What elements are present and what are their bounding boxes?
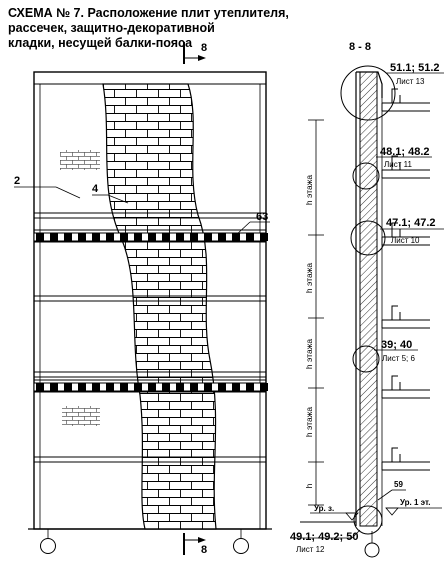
dim-floor-2: h этажа: [304, 263, 314, 293]
callout-48-ref: 48.1; 48.2: [380, 146, 430, 158]
callout-39-ref: 39; 40: [381, 339, 412, 351]
callout-49-sheet: Лист 12: [296, 545, 325, 554]
label-beam: 63: [235, 211, 270, 236]
level-ground: Ур. з.: [300, 504, 359, 523]
brick-patch-upper: [60, 150, 100, 170]
label-masonry: 4: [92, 183, 129, 204]
diagram-title: СХЕМА № 7. Расположение плит утеплителя,…: [8, 6, 298, 51]
section-marker-top: 8: [183, 42, 207, 64]
callout-39-sheet: Лист 5; 6: [382, 354, 416, 363]
section-title: 8 - 8: [349, 41, 371, 53]
label-59-group: 59: [377, 480, 406, 501]
callout-48-sheet: Лист 11: [384, 160, 412, 169]
level-floor1-text: Ур. 1 эт.: [400, 498, 430, 507]
callout-51: 51.1; 51.2 Лист 13: [340, 62, 444, 121]
facade-elevation: 8 8 2 4 63: [14, 42, 272, 556]
label-4: 4: [92, 183, 99, 195]
section-mark-bottom-text: 8: [201, 544, 207, 556]
level-ground-text: Ур. з.: [314, 504, 334, 513]
callout-49: 49.1; 49.2; 50 Лист 12: [290, 505, 383, 554]
dim-floor-3: h этажа: [304, 339, 314, 369]
floor-lines: [34, 212, 266, 463]
dim-floor-4: h этажа: [304, 407, 314, 437]
section-mark-top-text: 8: [201, 42, 207, 54]
title-line: СХЕМА № 7. Расположение плит утеплителя,: [8, 6, 289, 20]
axis-left: [40, 529, 56, 554]
level-first-floor: Ур. 1 эт.: [385, 498, 442, 516]
label-59: 59: [394, 480, 403, 489]
axis-section: [364, 531, 380, 558]
callout-39: 39; 40 Лист 5; 6: [352, 339, 418, 373]
parapet: [356, 71, 383, 98]
label-insulation: 2: [14, 175, 81, 199]
callout-47: 47.1; 47.2 Лист 10: [350, 217, 444, 256]
axis-right: [233, 529, 249, 554]
callout-51-ref: 51.1; 51.2: [390, 62, 440, 74]
label-63: 63: [256, 211, 268, 223]
beam-belt-lower: [33, 382, 268, 392]
callout-51-sheet: Лист 13: [396, 77, 425, 86]
callout-49-ref: 49.1; 49.2; 50: [290, 531, 359, 543]
title-line: рассечек, защитно-декоративной: [8, 21, 215, 35]
section-8-8: 8 - 8 h этажа h этажа h этажа h этажа h: [290, 41, 444, 558]
brick-patch-lower: [62, 406, 100, 426]
callout-47-sheet: Лист 10: [391, 236, 420, 245]
floor-slabs: [381, 88, 430, 471]
section-marker-bottom: 8: [183, 533, 207, 556]
dim-h: h: [304, 483, 314, 488]
callout-47-ref: 47.1; 47.2: [386, 217, 436, 229]
dim-floor-1: h этажа: [304, 175, 314, 205]
beam-belt-upper: [33, 232, 268, 242]
label-2: 2: [14, 175, 20, 187]
callout-48: 48.1; 48.2 Лист 11: [352, 146, 432, 190]
title-line: кладки, несущей балки-пояса: [8, 36, 193, 50]
wall-section: [359, 71, 378, 527]
